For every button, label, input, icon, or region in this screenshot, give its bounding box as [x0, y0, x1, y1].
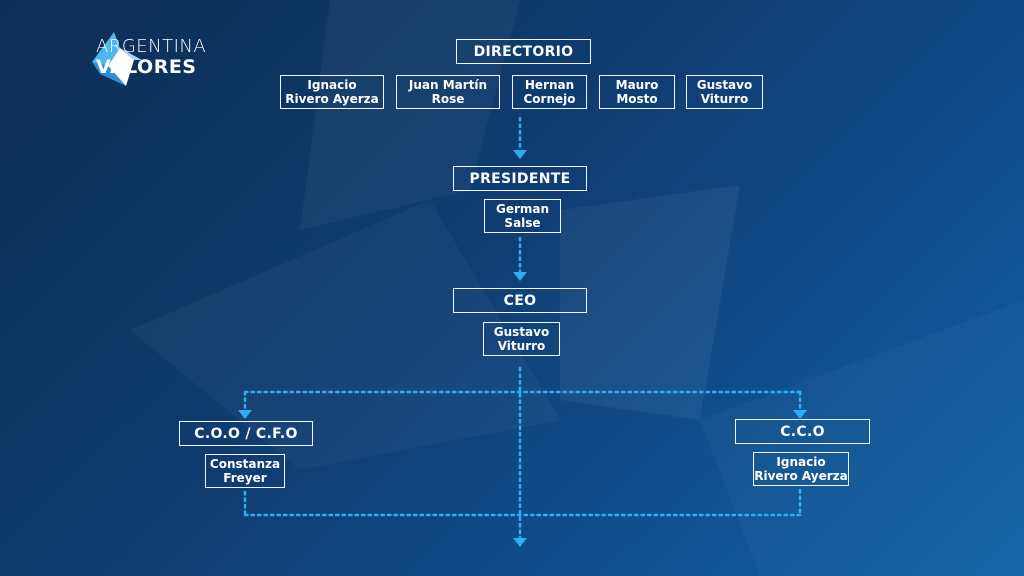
argentina-valores-logo [92, 32, 142, 86]
arrow-down-icon [238, 410, 252, 419]
brand-line1: ARGENTINA [96, 36, 207, 57]
directorio-member: Gustavo Viturro [686, 75, 763, 109]
directorio-header: DIRECTORIO [456, 39, 591, 64]
coo-cfo-name: Constanza Freyer [205, 454, 285, 488]
directorio-member: Ignacio Rivero Ayerza [280, 75, 384, 109]
cco-name: Ignacio Rivero Ayerza [753, 452, 849, 486]
cco-header: C.C.O [735, 419, 870, 444]
brand-line2: VALORES [96, 56, 197, 78]
ceo-header: CEO [453, 288, 587, 313]
presidente-name: German Salse [484, 199, 561, 233]
arrow-down-icon [793, 410, 807, 419]
coo-cfo-header: C.O.O / C.F.O [179, 421, 313, 446]
presidente-header: PRESIDENTE [453, 166, 587, 191]
directorio-member: Mauro Mosto [599, 75, 675, 109]
arrow-down-icon [513, 538, 527, 547]
directorio-member: Juan Martín Rose [396, 75, 500, 109]
ceo-name: Gustavo Viturro [483, 322, 560, 356]
arrow-down-icon [513, 150, 527, 159]
arrow-down-icon [513, 272, 527, 281]
directorio-member: Hernan Cornejo [512, 75, 587, 109]
brand-name: ARGENTINA VALORES [96, 38, 206, 77]
